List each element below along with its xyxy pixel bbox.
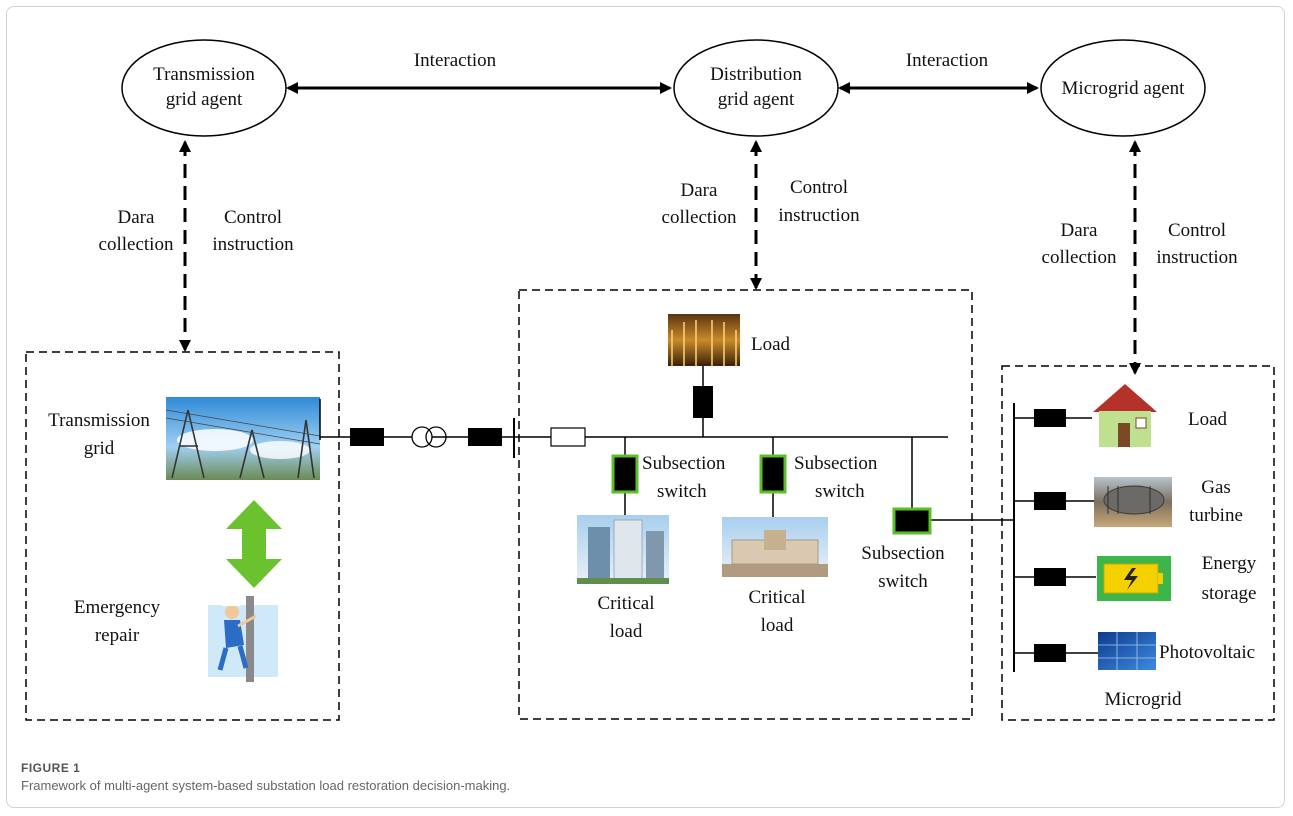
distribution-data-label-2: collection	[662, 207, 737, 228]
battery-icon	[1097, 556, 1171, 601]
transmission-grid-agent: Transmission grid agent	[121, 39, 287, 137]
transformer-symbol	[411, 426, 447, 448]
distribution-control-label-2: instruction	[778, 205, 860, 226]
breaker-1	[350, 428, 384, 446]
figure-label: FIGURE 1	[21, 761, 81, 775]
mg-turbine-breaker	[1034, 492, 1066, 510]
mg-load-label: Load	[1188, 409, 1228, 430]
microgrid-title: Microgrid	[1104, 689, 1182, 710]
transmission-grid-label-2: grid	[84, 438, 115, 459]
mg-storage-breaker	[1034, 568, 1066, 586]
transmission-agent-line1: Transmission	[153, 64, 255, 85]
mg-load-breaker	[1034, 409, 1066, 427]
critical-load-photo-2	[722, 517, 828, 577]
distribution-agent-line1: Distribution	[710, 64, 802, 85]
subsection-switch-3-label-2: switch	[878, 571, 928, 592]
subsection-switch-1	[611, 454, 639, 494]
gas-turbine-label-1: Gas	[1201, 477, 1231, 498]
microgrid-data-label-2: collection	[1042, 247, 1117, 268]
subsection-switch-3	[892, 507, 932, 535]
microgrid-agent-label: Microgrid agent	[1062, 78, 1186, 99]
subsection-switch-2	[759, 454, 787, 494]
transmission-control-label-1: Control	[224, 207, 282, 228]
interaction-label-right: Interaction	[906, 50, 989, 71]
transmission-control-label-2: instruction	[212, 234, 294, 255]
figure-caption: Framework of multi-agent system-based su…	[21, 778, 511, 793]
subsection-switch-1-label-2: switch	[657, 481, 707, 502]
critical-load-photo-1	[577, 515, 669, 584]
emergency-repair-label-1: Emergency	[74, 597, 161, 618]
photovoltaic-label: Photovoltaic	[1159, 642, 1255, 663]
mg-pv-breaker	[1034, 644, 1066, 662]
distribution-agent-line2: grid agent	[718, 89, 795, 110]
energy-storage-label-2: storage	[1202, 583, 1257, 604]
microgrid-agent: Microgrid agent	[1040, 39, 1206, 137]
open-breaker	[550, 427, 586, 447]
load-breaker	[693, 386, 713, 418]
lineman-icon	[208, 596, 278, 682]
critical-load-2-label-1: Critical	[749, 587, 806, 608]
transmission-data-label-2: collection	[99, 234, 174, 255]
solar-panel-photo	[1098, 632, 1156, 670]
subsection-switch-2-label-1: Subsection	[794, 453, 878, 474]
gas-turbine-photo	[1094, 477, 1172, 527]
transmission-agent-line2: grid agent	[166, 89, 243, 110]
microgrid-box	[1001, 365, 1275, 721]
distribution-data-label-1: Dara	[681, 180, 718, 201]
gas-turbine-label-2: turbine	[1189, 505, 1243, 526]
bidirectional-green-arrow	[226, 500, 282, 588]
distribution-load-label: Load	[751, 334, 791, 355]
interaction-label-left: Interaction	[414, 50, 497, 71]
framework-diagram: Transmission grid agent Distribution gri…	[25, 39, 1275, 721]
microgrid-control-label-2: instruction	[1156, 247, 1238, 268]
microgrid-control-label-1: Control	[1168, 220, 1226, 241]
house-icon	[1093, 384, 1157, 447]
critical-load-1-label-2: load	[610, 621, 643, 642]
transmission-grid-photo	[165, 397, 321, 480]
distribution-grid-agent: Distribution grid agent	[673, 39, 839, 137]
distribution-box	[518, 289, 973, 720]
transmission-data-label-1: Dara	[118, 207, 155, 228]
load-photo-hall	[668, 314, 740, 366]
subsection-switch-2-label-2: switch	[815, 481, 865, 502]
distribution-control-label-1: Control	[790, 177, 848, 198]
critical-load-2-label-2: load	[761, 615, 794, 636]
emergency-repair-label-2: repair	[95, 625, 140, 646]
microgrid-data-label-1: Dara	[1061, 220, 1098, 241]
critical-load-1-label-1: Critical	[598, 593, 655, 614]
energy-storage-label-1: Energy	[1202, 553, 1257, 574]
breaker-2	[468, 428, 502, 446]
subsection-switch-1-label-1: Subsection	[642, 453, 726, 474]
subsection-switch-3-label-1: Subsection	[861, 543, 945, 564]
transmission-grid-label-1: Transmission	[48, 410, 150, 431]
transmission-box	[25, 351, 340, 721]
